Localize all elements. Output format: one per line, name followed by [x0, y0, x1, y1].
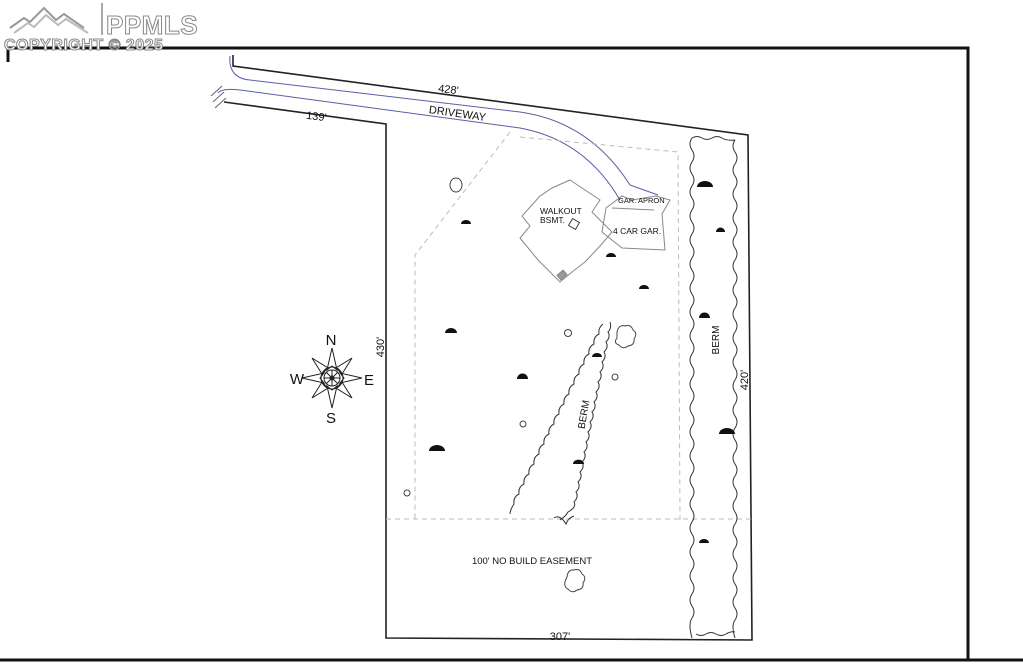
setback-lines	[386, 131, 752, 521]
compass-west-label: W	[290, 371, 305, 388]
garage-label: 4 CAR GAR.	[613, 226, 661, 236]
easement-label: 100' NO BUILD EASEMENT	[472, 556, 592, 567]
trees-outlined	[403, 177, 637, 593]
east-berm-label: BERM	[711, 326, 722, 355]
shrubs	[429, 181, 735, 543]
east-berm	[689, 136, 738, 639]
center-berm-label: BERM	[577, 399, 593, 429]
dimension-west: 430'	[375, 337, 387, 357]
compass-north-label: N	[326, 332, 337, 349]
dimension-north-long: 428'	[437, 83, 459, 97]
compass-east-label: E	[364, 372, 374, 389]
compass-south-label: S	[326, 410, 336, 427]
center-berm	[509, 321, 612, 526]
walkout-label-line2: BSMT.	[540, 215, 565, 225]
property-boundary	[223, 55, 753, 641]
compass-rose-icon	[301, 347, 363, 409]
watermark-copyright: COPYRIGHT © 2025	[3, 37, 164, 55]
dimension-north-short: 139'	[305, 110, 327, 124]
house-footprint	[519, 179, 671, 283]
walkout-label-line1: WALKOUT	[540, 206, 582, 216]
outer-frame	[0, 46, 1023, 662]
watermark-brand: PPMLS	[105, 10, 199, 41]
dimension-south: 307'	[550, 631, 570, 643]
driveway	[210, 55, 659, 201]
ppmls-logo-icon	[9, 3, 103, 35]
garage-apron-label: GAR. APRON	[618, 196, 665, 205]
dimension-east: 420'	[739, 370, 751, 390]
